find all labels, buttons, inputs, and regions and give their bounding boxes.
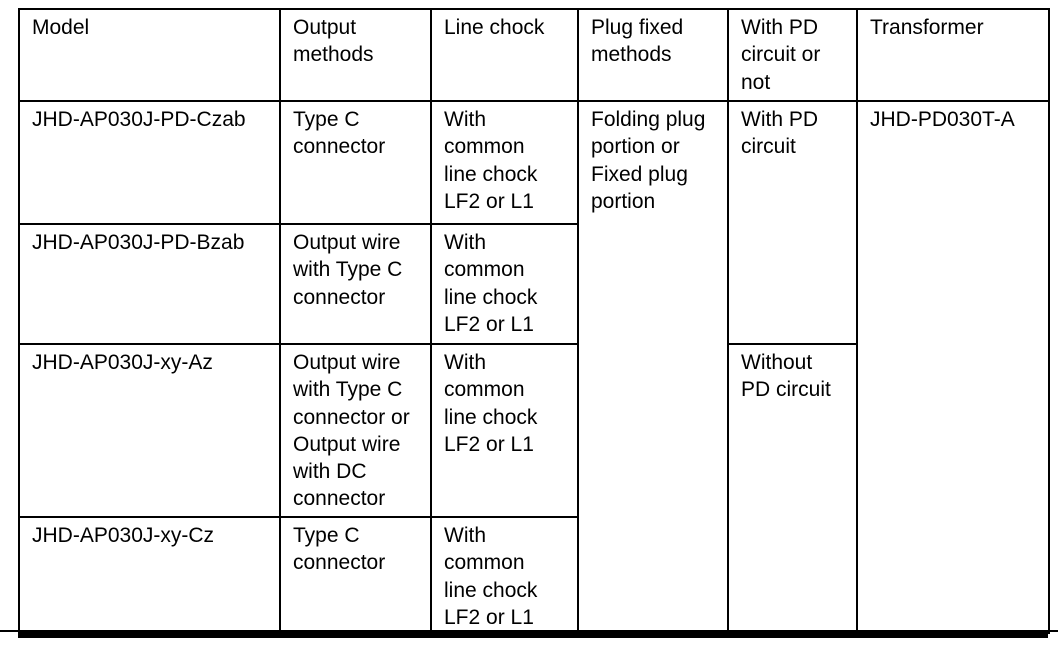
- header-output-methods: Output methods: [279, 8, 432, 102]
- header-line-chock: Line chock: [430, 8, 579, 102]
- header-model: Model: [18, 8, 281, 102]
- cell-output-3: Output wire with Type C connector or Out…: [279, 343, 432, 518]
- header-row: Model Output methods Line chock Plug fix…: [18, 8, 1050, 102]
- cell-line-chock-2: With common line chock LF2 or L1: [430, 223, 579, 345]
- cell-output-4: Type C connector: [279, 516, 432, 634]
- cell-model-4: JHD-AP030J-xy-Cz: [18, 516, 281, 634]
- cell-transformer-merged: JHD-PD030T-A: [856, 100, 1050, 634]
- cell-line-chock-1: With common line chock LF2 or L1: [430, 100, 579, 225]
- table-row: JHD-AP030J-PD-Bzab Output wire with Type…: [18, 223, 1049, 345]
- bottom-thick-rule: [18, 631, 1048, 638]
- cell-output-2: Output wire with Type C connector: [279, 223, 432, 345]
- header-pd-circuit: With PD circuit or not: [727, 8, 858, 102]
- cell-without-pd-merged: Without PD circuit: [727, 343, 858, 634]
- header-plug-fixed-methods: Plug fixed methods: [577, 8, 729, 102]
- cell-plug-fixed-merged: Folding plug portion or Fixed plug porti…: [577, 100, 729, 634]
- table-row: JHD-AP030J-PD-Czab Type C connector With…: [18, 100, 1050, 634]
- spec-table: Model Output methods Line chock Plug fix…: [18, 8, 1050, 634]
- cell-output-1: Type C connector: [279, 100, 432, 225]
- table-row: JHD-AP030J-xy-Az Output wire with Type C…: [18, 343, 1049, 634]
- cell-model-1: JHD-AP030J-PD-Czab: [18, 100, 281, 225]
- cell-line-chock-3: With common line chock LF2 or L1: [430, 343, 579, 518]
- cell-with-pd-merged: With PD circuit: [727, 100, 858, 345]
- cell-model-3: JHD-AP030J-xy-Az: [18, 343, 281, 518]
- cell-line-chock-4: With common line chock LF2 or L1: [430, 516, 579, 634]
- header-transformer: Transformer: [856, 8, 1050, 102]
- cell-model-2: JHD-AP030J-PD-Bzab: [18, 223, 281, 345]
- table-row: JHD-AP030J-xy-Cz Type C connector With c…: [18, 516, 1049, 634]
